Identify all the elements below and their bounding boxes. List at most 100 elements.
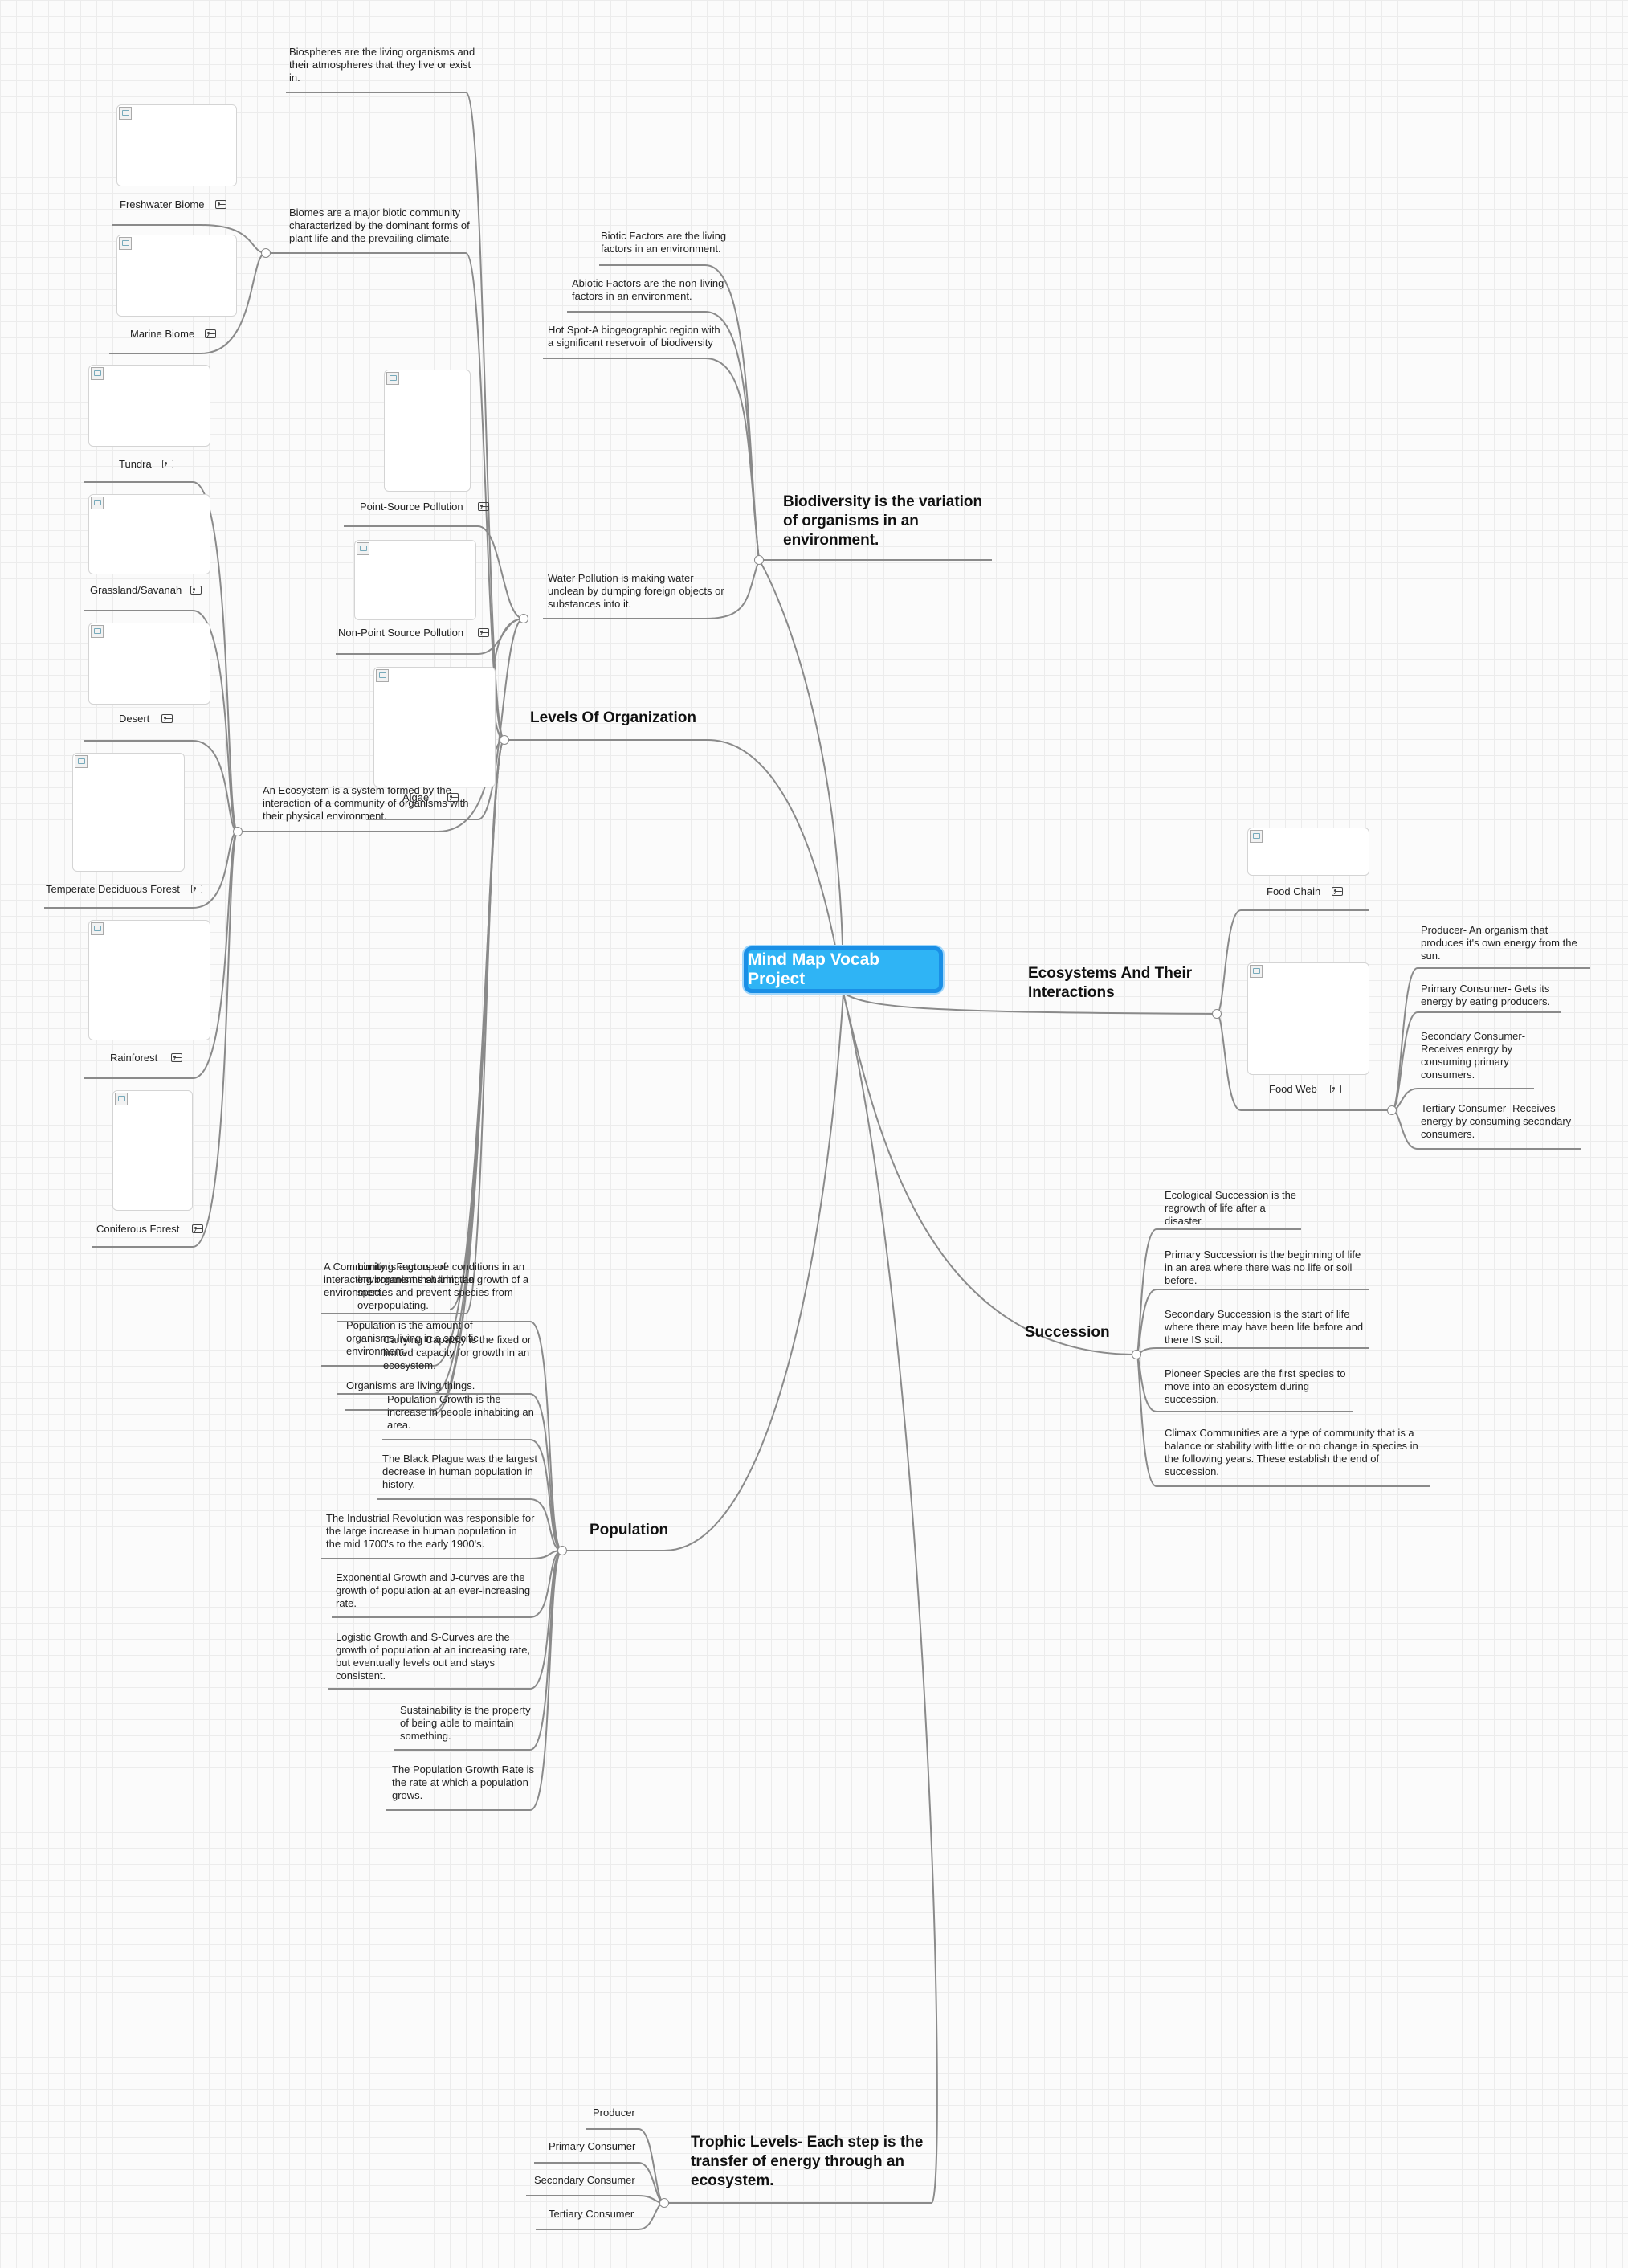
image-placeholder [72,753,185,872]
image-icon[interactable] [1330,1085,1341,1093]
image-icon[interactable] [191,885,202,893]
note-logistic-growth[interactable]: Logistic Growth and S-Curves are the gro… [336,1631,531,1682]
note-hot-spot[interactable]: Hot Spot-A biogeographic region with a s… [548,324,720,349]
image-icon[interactable] [190,586,202,595]
image-icon[interactable] [205,329,216,338]
image-placeholder [384,370,471,492]
note-abiotic-factors[interactable]: Abiotic Factors are the non-living facto… [572,277,724,302]
broken-image-icon [376,669,389,682]
topic-trophic-levels[interactable]: Trophic Levels- Each step is the transfe… [691,2134,924,2189]
image-placeholder [116,104,237,186]
image-icon[interactable] [161,714,173,723]
image-caption: Desert [119,713,150,725]
broken-image-icon [75,755,88,768]
image-icon[interactable] [215,200,226,209]
image-placeholder [373,667,496,787]
central-topic[interactable]: Mind Map Vocab Project [744,946,943,993]
broken-image-icon [91,625,104,638]
broken-image-icon [1250,965,1263,978]
image-caption: Algae [402,791,430,803]
topic-biodiversity[interactable]: Biodiversity is the variation of organis… [783,493,983,549]
broken-image-icon [1250,830,1263,843]
broken-image-icon [91,922,104,935]
image-icon[interactable] [162,460,173,468]
image-placeholder [1247,828,1369,876]
image-icon[interactable] [1332,887,1343,896]
broken-image-icon [115,1093,128,1105]
image-caption: Marine Biome [130,328,195,340]
image-placeholder [354,540,476,620]
branch-knob[interactable] [1387,1105,1397,1115]
branch-knob[interactable] [557,1546,567,1555]
image-icon[interactable] [478,628,489,637]
note-secondary-consumer[interactable]: Secondary Consumer- Receives energy by c… [1421,1030,1526,1081]
branch-knob[interactable] [519,614,528,623]
note-biomes[interactable]: Biomes are a major biotic community char… [289,206,470,244]
image-placeholder [88,494,210,574]
note-biospheres[interactable]: Biospheres are the living organisms and … [289,46,475,84]
note-ecosystem[interactable]: An Ecosystem is a system formed by the i… [263,784,469,822]
trophic-item-primary-consumer[interactable]: Primary Consumer [549,2140,636,2152]
topic-ecosystems[interactable]: Ecosystems And Their Interactions [1028,965,1193,1001]
topic-succession[interactable]: Succession [1025,1324,1110,1341]
note-pioneer-species[interactable]: Pioneer Species are the first species to… [1165,1367,1346,1405]
note-exponential-growth[interactable]: Exponential Growth and J-curves are the … [336,1571,531,1609]
branch-knob[interactable] [1212,1009,1222,1019]
image-caption: Tundra [119,458,152,470]
note-industrial-revolution[interactable]: The Industrial Revolution was responsibl… [326,1512,535,1550]
image-placeholder [112,1090,193,1211]
image-caption: Food Web [1269,1083,1317,1095]
trophic-item-secondary-consumer[interactable]: Secondary Consumer [534,2174,635,2186]
image-placeholder [88,920,210,1040]
note-ecological-succession[interactable]: Ecological Succession is the regrowth of… [1165,1189,1297,1227]
branch-knob[interactable] [500,735,509,745]
note-water-pollution[interactable]: Water Pollution is making water unclean … [548,572,724,610]
note-primary-consumer[interactable]: Primary Consumer- Gets its energy by eat… [1421,983,1551,1007]
note-secondary-succession[interactable]: Secondary Succession is the start of lif… [1165,1308,1364,1346]
image-caption: Point-Source Pollution [360,501,463,513]
note-limiting-factors[interactable]: Limiting Factors are conditions in an en… [357,1261,529,1311]
note-population-growth[interactable]: Population Growth is the increase in peo… [387,1393,534,1431]
note-tertiary-consumer[interactable]: Tertiary Consumer- Receives energy by co… [1421,1102,1572,1140]
image-caption: Non-Point Source Pollution [338,627,464,639]
topic-population[interactable]: Population [590,1522,669,1539]
branch-knob[interactable] [1132,1350,1141,1359]
broken-image-icon [91,497,104,509]
note-biotic-factors[interactable]: Biotic Factors are the living factors in… [601,230,727,255]
image-placeholder [1247,962,1369,1075]
image-icon[interactable] [192,1224,203,1233]
broken-image-icon [119,237,132,250]
note-organisms[interactable]: Organisms are living things. [346,1379,475,1391]
branch-knob[interactable] [659,2198,669,2208]
note-population-def[interactable]: Population is the amount of organisms li… [346,1319,479,1357]
note-producer[interactable]: Producer- An organism that produces it's… [1421,924,1577,962]
note-carrying-capacity[interactable]: Carrying Capacity is the fixed or limite… [383,1334,532,1371]
image-caption: Food Chain [1267,885,1321,897]
image-caption: Freshwater Biome [120,198,205,210]
image-icon[interactable] [171,1053,182,1062]
broken-image-icon [357,542,369,555]
broken-image-icon [91,367,104,380]
note-black-plague[interactable]: The Black Plague was the largest decreas… [382,1453,537,1490]
trophic-item-tertiary-consumer[interactable]: Tertiary Consumer [549,2208,634,2220]
branch-knob[interactable] [261,248,271,258]
topic-levels-of-organization[interactable]: Levels Of Organization [530,709,696,726]
broken-image-icon [119,107,132,120]
note-community[interactable]: A Community is a group of interacting or… [324,1261,475,1298]
broken-image-icon [386,372,399,385]
note-growth-rate[interactable]: The Population Growth Rate is the rate a… [392,1763,535,1801]
trophic-item-producer[interactable]: Producer [593,2107,635,2119]
image-icon[interactable] [447,793,459,802]
note-sustainability[interactable]: Sustainability is the property of being … [400,1704,531,1742]
image-caption: Temperate Deciduous Forest [46,883,180,895]
image-placeholder [88,623,210,705]
image-icon[interactable] [478,502,489,511]
image-caption: Grassland/Savanah [90,584,182,596]
image-caption: Coniferous Forest [96,1223,180,1235]
image-placeholder [88,365,210,447]
note-climax-communities[interactable]: Climax Communities are a type of communi… [1165,1427,1418,1477]
note-primary-succession[interactable]: Primary Succession is the beginning of l… [1165,1248,1361,1286]
branch-knob[interactable] [233,827,243,836]
branch-knob[interactable] [754,555,764,565]
